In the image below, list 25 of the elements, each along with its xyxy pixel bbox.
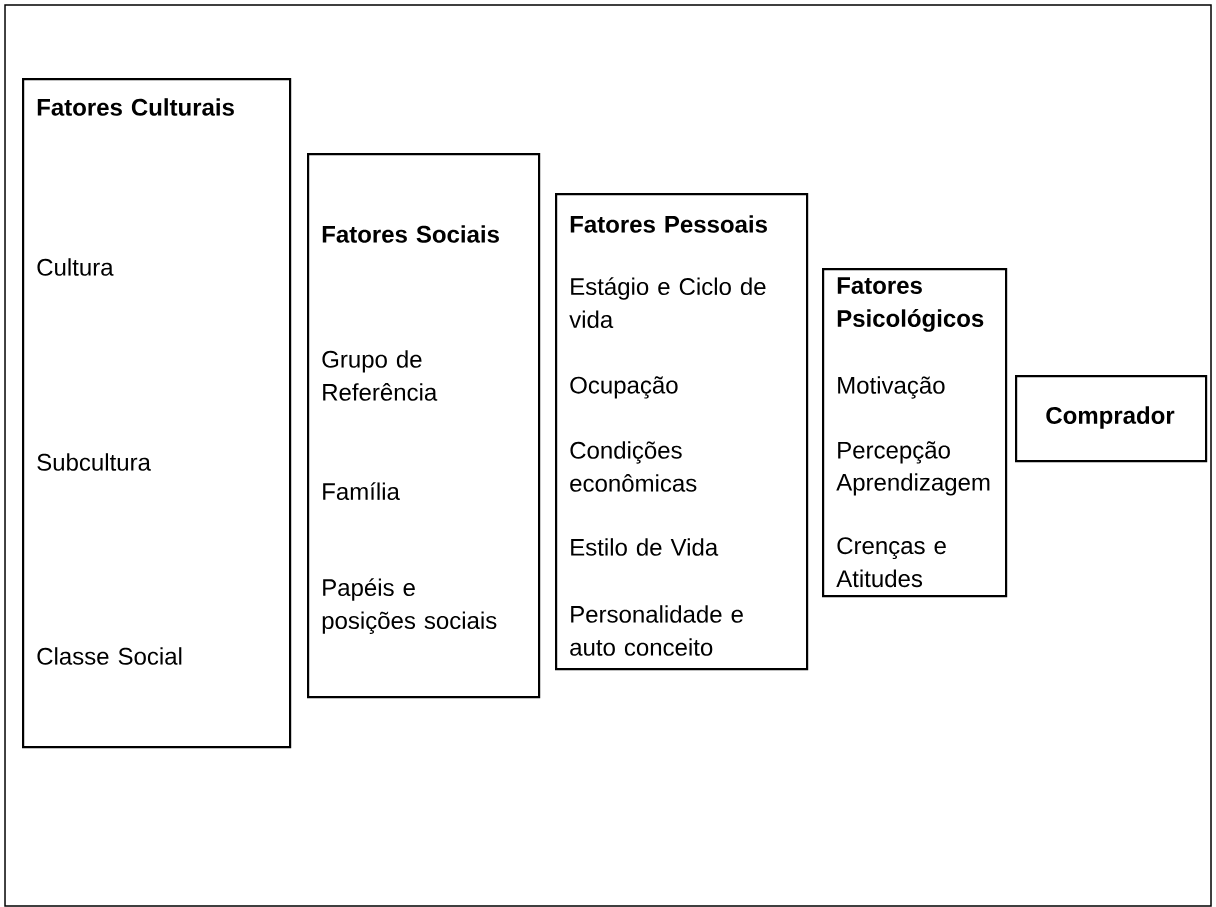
box-heading: Fatores Sociais	[322, 225, 499, 243]
box-heading: Fatores Culturais	[37, 98, 234, 116]
box-heading: Fatores Pessoais	[570, 215, 767, 233]
factor-box	[307, 153, 541, 699]
list-item: Ocupação	[570, 376, 678, 399]
list-item: Motivação	[838, 376, 945, 399]
box-heading: Fatores Psicológicos	[837, 277, 984, 332]
list-item: Percepção	[838, 441, 950, 464]
box-heading: Comprador	[1046, 406, 1175, 429]
list-item: Personalidade e auto conceito	[570, 605, 743, 656]
list-item: Papéis e posições sociais	[322, 578, 497, 634]
list-item: Aprendizagem	[836, 473, 990, 496]
factor-box	[22, 78, 292, 749]
list-item: Condições econômicas	[570, 441, 697, 492]
list-item: Família	[323, 482, 400, 501]
list-item: Cultura	[37, 258, 114, 276]
list-item: Estilo de Vida	[571, 538, 719, 556]
factor-box	[822, 268, 1008, 598]
list-item: Crenças e Atitudes	[836, 537, 946, 588]
list-item: Classe Social	[37, 647, 182, 665]
list-item: Grupo de Referência	[322, 350, 438, 401]
list-item: Estágio e Ciclo de vida	[569, 277, 766, 329]
factor-box	[1015, 375, 1208, 463]
factor-box	[555, 193, 809, 671]
list-item: Subcultura	[37, 453, 151, 471]
